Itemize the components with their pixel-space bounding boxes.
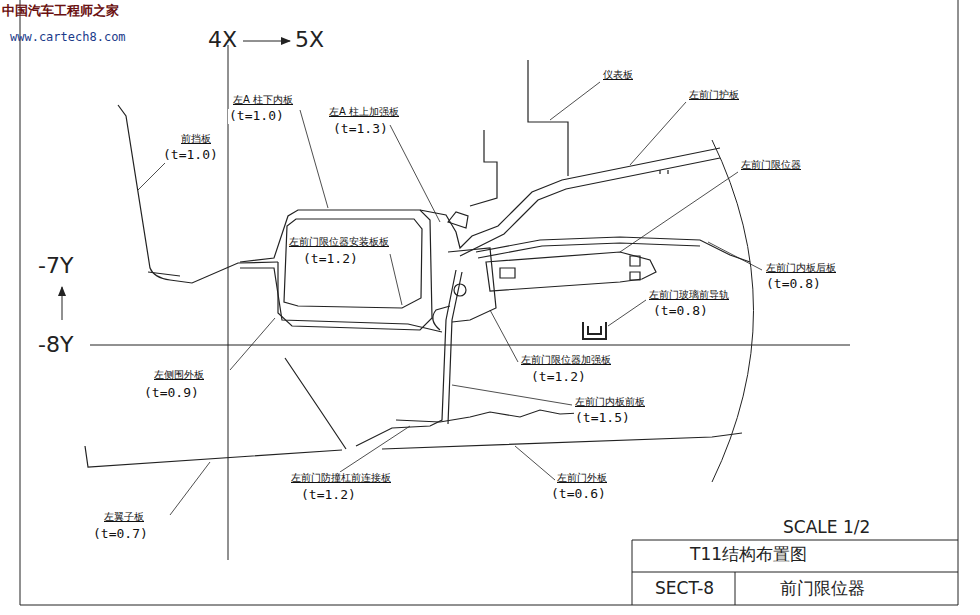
- thickness-label: (t=0.6): [550, 487, 607, 502]
- axis-label: 5X: [295, 27, 324, 52]
- scale-note: SCALE 1/2: [783, 518, 870, 538]
- title-cell: 前门限位器: [780, 579, 865, 599]
- part-label: 仪表板: [602, 69, 634, 81]
- thickness-label: (t=1.5): [574, 411, 631, 426]
- part-label: 左前门外板: [556, 472, 608, 484]
- part-label: 左前门内板后板: [765, 262, 837, 274]
- axis-label: -8Y: [38, 332, 73, 357]
- axis-label: 4X: [208, 27, 237, 52]
- part-label: 前挡板: [180, 133, 212, 145]
- part-label: 左前门限位器: [740, 159, 802, 171]
- title-cell: T11结构布置图: [690, 545, 807, 565]
- axis-label: -7Y: [38, 253, 73, 278]
- thickness-label: (t=1.0): [162, 148, 219, 163]
- part-label: 左前门限位器安装板板: [288, 236, 390, 248]
- thickness-label: (t=1.3): [332, 122, 389, 137]
- part-label: 左A 柱下内板: [232, 94, 294, 106]
- part-label: 左前门防撞杠前连接板: [290, 472, 392, 484]
- thickness-label: (t=0.7): [92, 527, 149, 542]
- thickness-label: (t=0.8): [652, 304, 709, 319]
- title-cell: SECT-8: [655, 579, 714, 599]
- watermark: 中国汽车工程师之家: [2, 4, 119, 19]
- thickness-label: (t=0.8): [765, 277, 822, 292]
- part-label: 左前门限位器加强板: [520, 354, 612, 366]
- part-label: 左A 柱上加强板: [328, 106, 400, 118]
- part-label: 左前门内板前板: [574, 396, 646, 408]
- watermark: www.cartech8.com: [10, 31, 126, 45]
- thickness-label: (t=1.2): [300, 488, 357, 503]
- thickness-label: (t=1.2): [302, 252, 359, 267]
- part-label: 左前门玻璃前导轨: [648, 289, 730, 301]
- thickness-label: (t=1.0): [228, 109, 285, 124]
- part-label: 左侧围外板: [153, 369, 205, 381]
- part-label: 左翼子板: [103, 511, 145, 523]
- thickness-label: (t=1.2): [530, 370, 587, 385]
- thickness-label: (t=0.9): [143, 386, 200, 401]
- part-label: 左前门护板: [688, 89, 740, 101]
